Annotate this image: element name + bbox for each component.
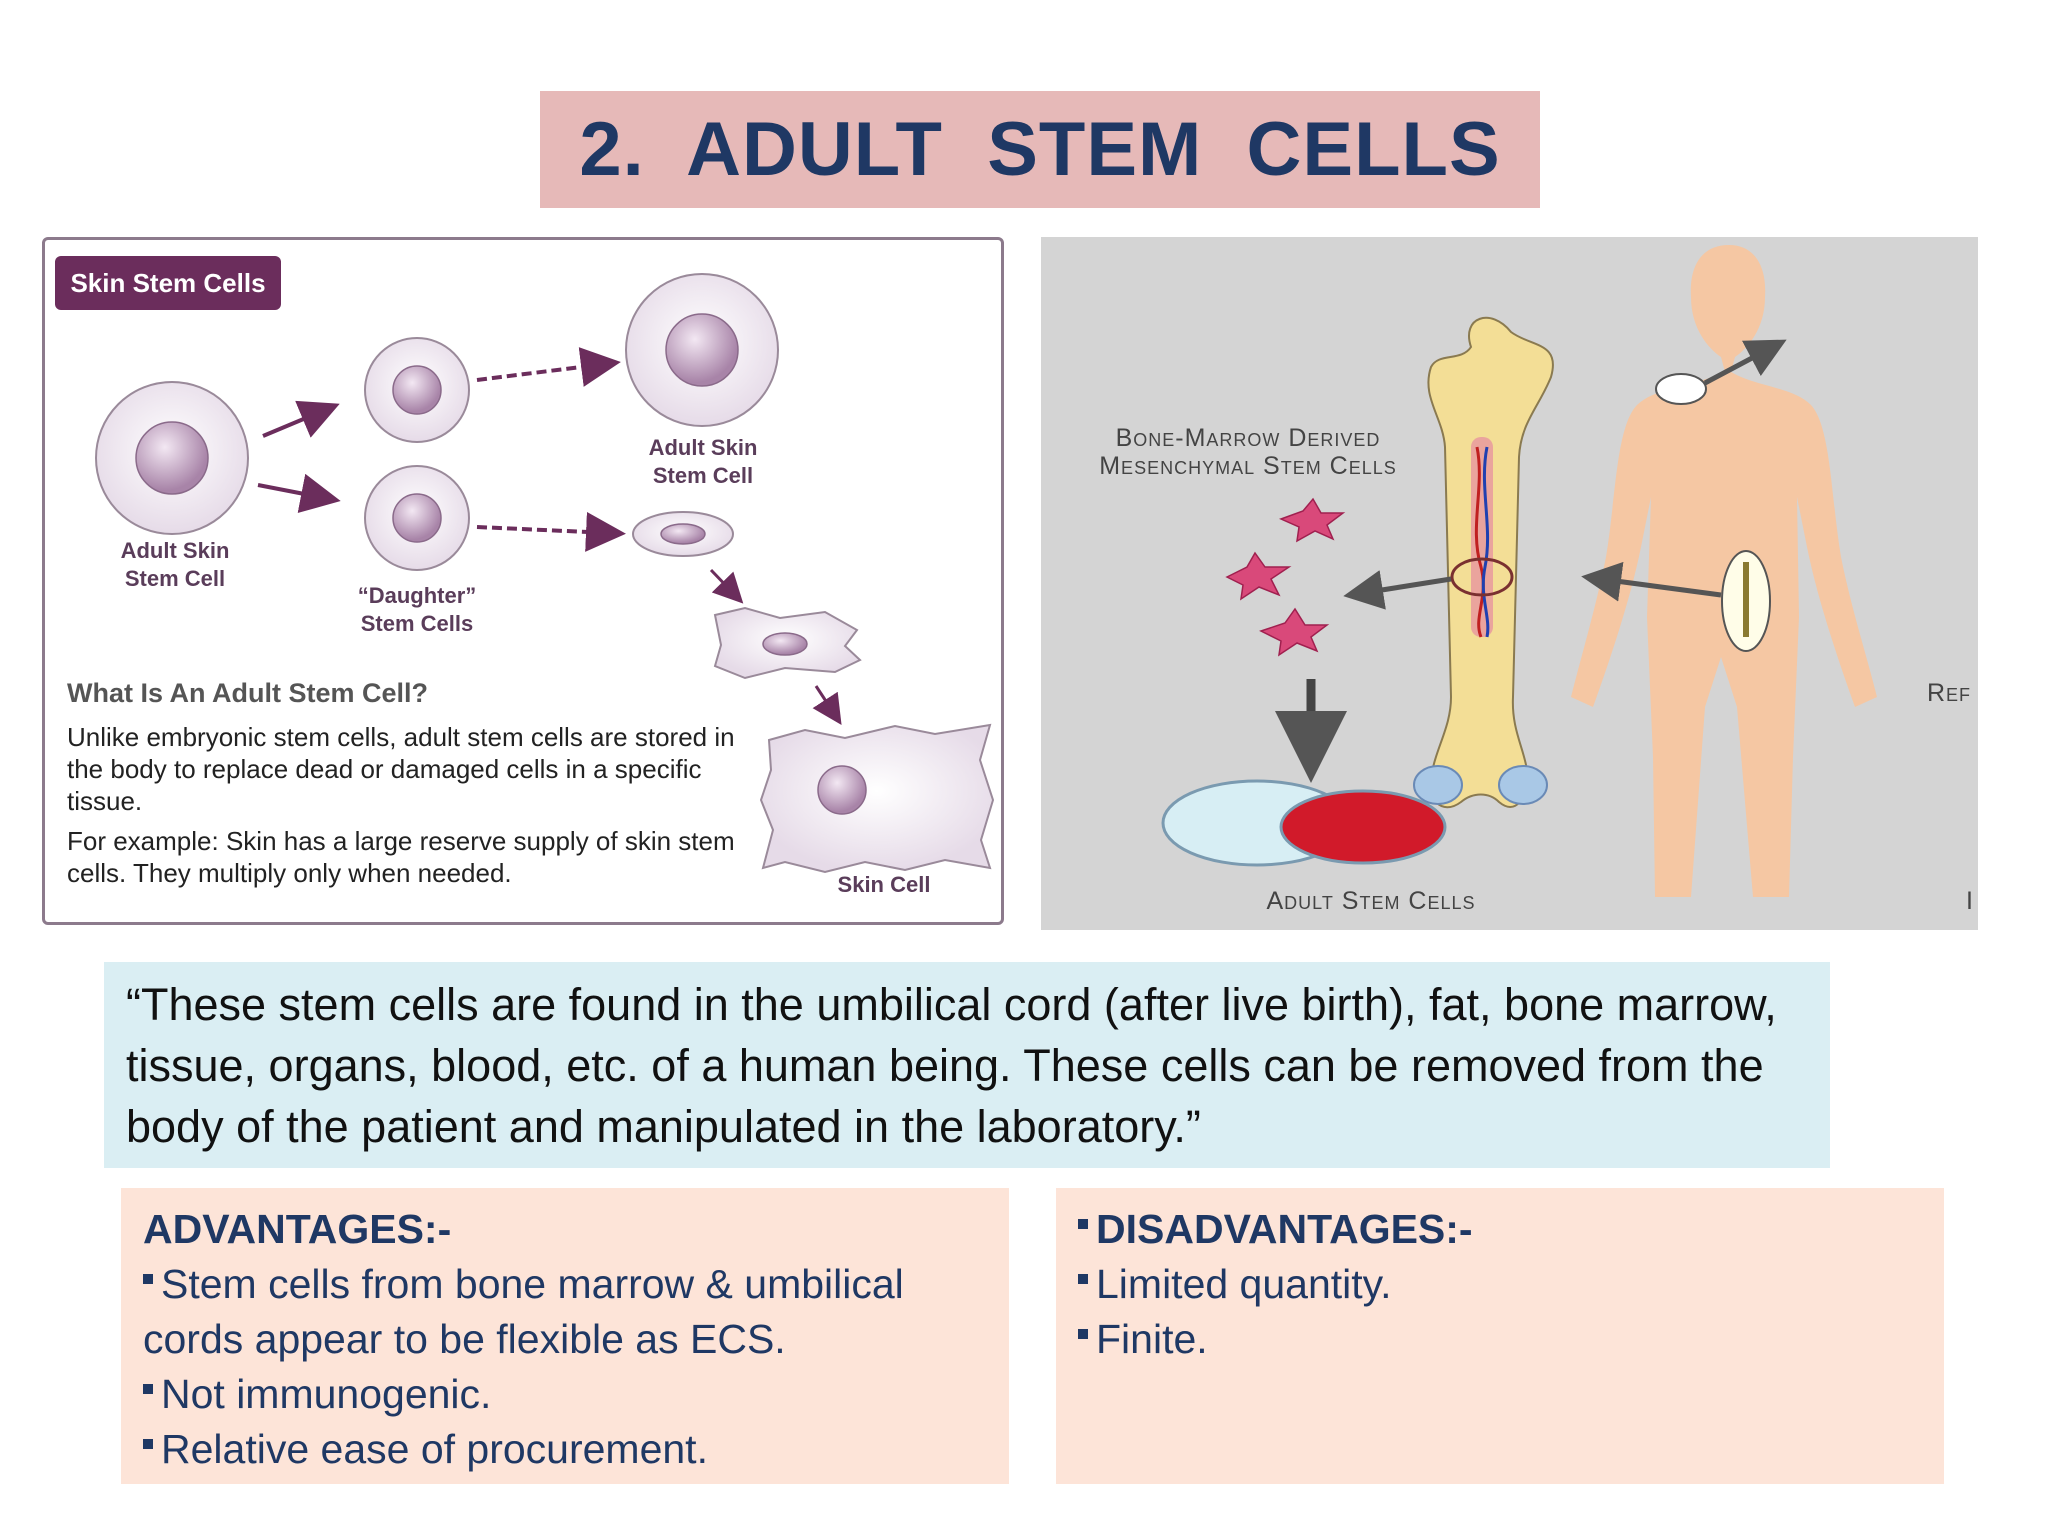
cropped-label-ref: Ref (1927, 679, 1972, 707)
daughter-stem-cells-label: “Daughter” Stem Cells (357, 583, 477, 636)
bone-marrow-diagram (1161, 245, 1877, 897)
petri-dish-culture (1279, 789, 1447, 865)
mesenchymal-label: Bone-Marrow Derived Mesenchymal Stem Cel… (1099, 424, 1397, 480)
adult-stem-cell-top-nucleus (665, 313, 739, 387)
bone-marrow-canal (1471, 437, 1493, 637)
advantage-item: Stem cells from bone marrow & umbilical … (143, 1261, 904, 1362)
slide-title-box: 2. ADULT STEM CELLS (540, 91, 1540, 208)
skin-cell-shape (759, 723, 995, 874)
bullet-square-icon (143, 1274, 153, 1284)
adult-skin-stem-cell-label-top: Adult Skin Stem Cell (648, 435, 758, 488)
arrow-to-daughter-bottom (257, 473, 341, 514)
arrow-to-skin-cell (812, 685, 842, 726)
skin-stem-cells-tag: Skin Stem Cells (55, 256, 281, 310)
mesenchymal-cell-3 (1259, 607, 1330, 657)
cropped-label-i: I (1966, 887, 1974, 915)
adult-stem-cells-label: Adult Stem Cells (1266, 887, 1476, 915)
daughter-cell-top-nucleus (392, 365, 442, 415)
definition-quote: “These stem cells are found in the umbil… (126, 979, 1777, 1152)
explanation-paragraph-1: Unlike embryonic stem cells, adult stem … (67, 722, 735, 816)
blood-vessel-red (1474, 446, 1485, 638)
advantage-item: Relative ease of procurement. (143, 1422, 987, 1477)
irregular-cell-nucleus (762, 632, 808, 656)
shoulder-tissue-marker (1655, 373, 1707, 405)
arrow-to-irregular (709, 568, 744, 604)
bullet-square-icon (1078, 1274, 1088, 1284)
bullet-square-icon (143, 1384, 153, 1394)
slide-title: 2. ADULT STEM CELLS (579, 107, 1501, 192)
shoulder-arrow (1703, 339, 1787, 386)
disadvantage-item: Limited quantity. (1078, 1257, 1922, 1312)
human-body-silhouette (1571, 245, 1877, 897)
skin-stem-cells-figure: Skin Stem Cells Adult Skin Stem Cell Adu… (42, 237, 1004, 925)
bullet-square-icon (1078, 1329, 1088, 1339)
mesenchymal-cells (1225, 497, 1346, 657)
dashed-arrow-top (476, 347, 621, 387)
bullet-square-icon (1078, 1219, 1088, 1229)
mesenchymal-cell-2 (1225, 551, 1292, 601)
flat-cell-nucleus (660, 523, 706, 545)
arrow-body-to-bone (1581, 561, 1722, 602)
adult-stem-cell-question: What Is An Adult Stem Cell? (67, 678, 429, 708)
disadvantages-box: DISADVANTAGES:- Limited quantity. Finite… (1056, 1188, 1944, 1484)
bone-marrow-sample-circle (1450, 557, 1514, 597)
bone-marrow-figure: Bone-Marrow Derived Mesenchymal Stem Cel… (1041, 237, 1978, 930)
bone-knob-right (1498, 765, 1548, 805)
arrow-bone-to-cells (1343, 570, 1452, 610)
bone-knob-left (1413, 765, 1463, 805)
adult-skin-stem-cell-label-left: Adult Skin Stem Cell (120, 538, 230, 591)
blood-vessel-blue (1481, 446, 1490, 638)
disadvantages-header: DISADVANTAGES:- (1078, 1202, 1922, 1257)
adult-stem-cell-explanation: Unlike embryonic stem cells, adult stem … (67, 721, 747, 897)
skin-cell-label: Skin Cell (837, 872, 931, 897)
daughter-cell-bottom-nucleus (392, 493, 442, 543)
skin-cell-nucleus (817, 765, 867, 815)
explanation-paragraph-2: For example: Skin has a large reserve su… (67, 826, 735, 888)
arrow-to-daughter-top (262, 400, 340, 438)
skin-stem-cells-diagram (95, 273, 995, 874)
bullet-square-icon (143, 1439, 153, 1449)
advantage-item: Not immunogenic. (143, 1367, 987, 1422)
advantages-box: ADVANTAGES:- Stem cells from bone marrow… (121, 1188, 1009, 1484)
advantages-header: ADVANTAGES:- (143, 1206, 452, 1252)
adult-stem-cell-left-nucleus (135, 421, 209, 495)
definition-quote-box: “These stem cells are found in the umbil… (104, 962, 1830, 1168)
disadvantage-item: Finite. (1078, 1312, 1922, 1367)
mesenchymal-cell-1 (1278, 497, 1346, 543)
dashed-arrow-bottom (476, 511, 626, 552)
